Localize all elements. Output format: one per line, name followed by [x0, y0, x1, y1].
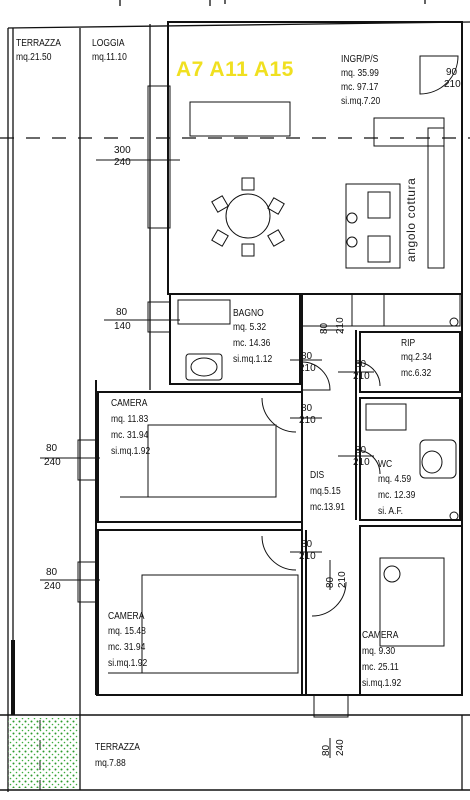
room-mq-camera-2: mq. 15.48 [108, 626, 146, 637]
door-camera1-height: 210 [299, 415, 316, 426]
room-mq-dis: mq.5.15 [310, 486, 341, 497]
room-mc-bagno: mc. 14.36 [233, 338, 271, 349]
room-mc-camera-3: mc. 25.11 [362, 662, 399, 673]
window-ingr-height: 240 [114, 157, 131, 168]
unit-codes-label: A7 A11 A15 [176, 58, 294, 81]
room-si-camera-3: si.mq.1.92 [362, 678, 402, 689]
room-mq-wc: mq. 4.59 [378, 474, 412, 485]
door-camera3-height: 210 [337, 571, 348, 588]
door-bagno2-width: 80 [301, 351, 313, 362]
door-camera2-height: 210 [299, 551, 316, 562]
window-bottom-height: 240 [335, 739, 346, 756]
room-mc-rip: mc.6.32 [401, 368, 432, 379]
window-bottom-width: 80 [321, 744, 332, 756]
room-name-dis: DIS [310, 470, 325, 481]
room-mc-camera-2: mc. 31.94 [108, 642, 146, 653]
garden-hatch [8, 718, 78, 788]
room-mc-camera-1: mc. 31.94 [111, 430, 149, 441]
door-rip-width: 80 [355, 359, 367, 370]
room-mq-bagno: mq. 5.32 [233, 322, 267, 333]
room-mq-camera-3: mq. 9.30 [362, 646, 396, 657]
room-mq-rip: mq.2.34 [401, 352, 432, 363]
door-camera2-width: 80 [301, 539, 313, 550]
door-bagno-height: 210 [335, 317, 346, 334]
room-si-camera-2: si.mq.1.92 [108, 658, 148, 669]
door-bagno2-height: 210 [299, 363, 316, 374]
room-name-camera-1: CAMERA [111, 398, 148, 409]
room-name-camera-2: CAMERA [108, 611, 145, 622]
window-ingr-width: 300 [114, 145, 131, 156]
room-name-wc: WC [378, 459, 393, 470]
entry-door-height: 210 [444, 79, 461, 90]
door-wc-width: 80 [355, 445, 367, 456]
room-name-camera-3: CAMERA [362, 630, 399, 641]
door-camera1-width: 80 [301, 403, 313, 414]
room-name-bagno: BAGNO [233, 308, 264, 319]
room-name-loggia: LOGGIA [92, 38, 125, 49]
room-mq-camera-1: mq. 11.83 [111, 414, 149, 425]
door-rip-height: 210 [353, 371, 370, 382]
room-name-ingresso: INGR/P/S [341, 54, 379, 65]
room-mc-wc: mc. 12.39 [378, 490, 416, 501]
room-mq-terrazza-top: mq.21.50 [16, 52, 52, 63]
window-bagno-height: 140 [114, 321, 131, 332]
door-wc-height: 210 [353, 457, 370, 468]
room-si-camera-1: si.mq.1.92 [111, 446, 151, 457]
window-cam1-height: 240 [44, 457, 61, 468]
window-cam1-width: 80 [46, 443, 58, 454]
kitchen-label: angolo cottura [404, 177, 418, 262]
entry-door-width: 90 [446, 67, 458, 78]
room-si-wc: si. A.F. [378, 506, 404, 517]
room-si-bagno: si.mq.1.12 [233, 354, 273, 365]
room-mc-ingresso: mc. 97.17 [341, 82, 379, 93]
room-mq-loggia: mq.11.10 [92, 52, 127, 63]
window-cam2-width: 80 [46, 567, 58, 578]
room-mc-dis: mc.13.91 [310, 502, 345, 513]
room-name-terrazza-top: TERRAZZA [16, 38, 61, 49]
window-cam2-height: 240 [44, 581, 61, 592]
door-bagno-width: 80 [319, 322, 330, 334]
room-mq-terrazza-bottom: mq.7.88 [95, 758, 126, 769]
room-name-rip: RIP [401, 338, 416, 349]
window-bagno-width: 80 [116, 307, 128, 318]
room-name-terrazza-bottom: TERRAZZA [95, 742, 140, 753]
room-si-ingresso: si.mq.7.20 [341, 96, 381, 107]
room-mq-ingresso: mq. 35.99 [341, 68, 379, 79]
door-camera3-width: 80 [325, 576, 336, 588]
